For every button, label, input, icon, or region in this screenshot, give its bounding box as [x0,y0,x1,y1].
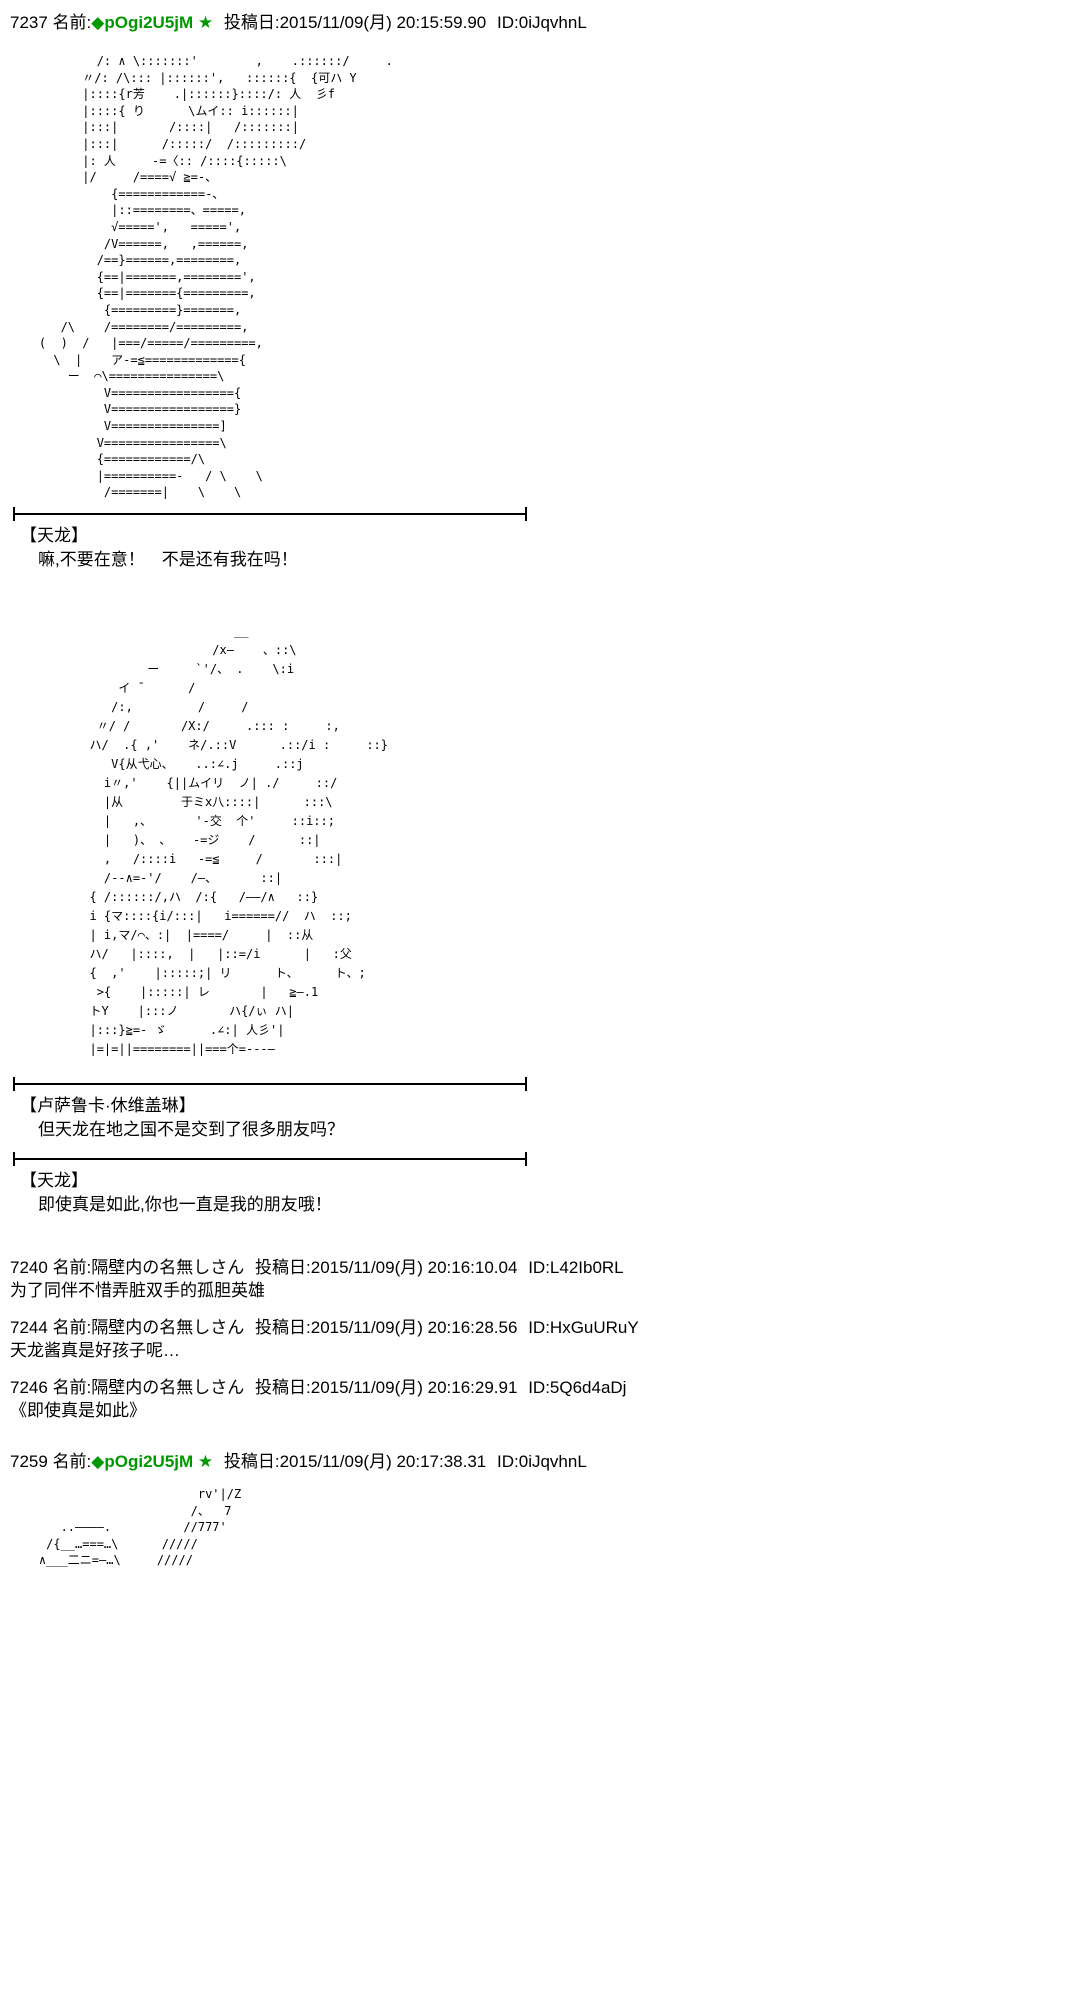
name-label: 名前: [52,13,92,32]
speaker-name: 【天龙】 [20,1171,88,1191]
ascii-art-rusalka: __ /x— 、::\ ー `'/、 . \:i イ ̄ / /:, / / 〃… [89,624,389,1057]
name-label: 名前: [52,1258,92,1278]
ascii-art-partial: rv'|/Z /、 7 ..————. //777' /{__…===…\ //… [38,1487,242,1568]
post-date: 2015/11/09(月) 20:16:10.04 [310,1258,518,1278]
date-label: 投稿日: [223,13,280,32]
poster-name: 隔壁内の名無しさん [91,1378,245,1398]
post-date: 2015/11/09(月) 20:17:38.31 [279,1452,487,1472]
post-id: ID:5Q6d4aDj [528,1378,627,1398]
post-number: 7240 [10,1258,48,1278]
poster-name: ◆pOgi2U5jM ★ [91,13,214,32]
post-date: 2015/11/09(月) 20:15:59.90 [279,13,487,32]
post-7246: 7246 名前:隔壁内の名無しさん 投稿日:2015/11/09(月) 20:1… [10,1377,1070,1421]
dialogue-text: 但天龙在地之国不是交到了很多朋友吗？ [38,1120,344,1140]
post-date: 2015/11/09(月) 20:16:29.91 [310,1378,518,1398]
date-label: 投稿日: [223,1452,280,1472]
name-group: 名前:隔壁内の名無しさん [53,1378,245,1397]
post-number: 7246 [10,1378,48,1398]
speaker-name: 【卢萨鲁卡·休维盖琳】 [20,1096,196,1116]
dialogue-separator [13,507,527,522]
post-7240: 7240 名前:隔壁内の名無しさん 投稿日:2015/11/09(月) 20:1… [10,1257,1070,1301]
thread-page: 7237 名前:◆pOgi2U5jM ★ 投稿日:2015/11/09(月) 2… [10,12,1070,1569]
post-header: 7246 名前:隔壁内の名無しさん 投稿日:2015/11/09(月) 20:1… [10,1377,1070,1398]
date-label: 投稿日: [255,1378,311,1398]
name-label: 名前: [52,1378,92,1398]
date-group: 投稿日:2015/11/09(月) 20:17:38.31 [224,1452,486,1471]
post-number: 7259 [10,1452,48,1472]
post-id: ID:L42Ib0RL [528,1258,624,1278]
post-body: 《即使真是如此》 [10,1401,146,1421]
dialogue-text: 嘛,不要在意！ 不是还有我在吗！ [38,550,298,570]
post-header: 7237 名前:◆pOgi2U5jM ★ 投稿日:2015/11/09(月) 2… [10,12,1070,33]
post-7237: 7237 名前:◆pOgi2U5jM ★ 投稿日:2015/11/09(月) 2… [10,12,1070,1215]
post-date: 2015/11/09(月) 20:16:28.56 [310,1318,518,1338]
dialogue-text: 即使真是如此,你也一直是我的朋友哦！ [38,1195,332,1215]
post-header: 7259 名前:◆pOgi2U5jM ★ 投稿日:2015/11/09(月) 2… [10,1451,1070,1472]
name-group: 名前:◆pOgi2U5jM ★ [53,13,214,32]
poster-name: ◆pOgi2U5jM ★ [91,1452,214,1472]
post-id: ID:0iJqvhnL [497,1452,587,1472]
name-group: 名前:◆pOgi2U5jM ★ [53,1452,214,1471]
name-group: 名前:隔壁内の名無しさん [53,1318,245,1337]
ascii-art-tenryuu: /: ∧ \:::::::' , .::::::/ . 〃/: /\::: |:… [38,54,393,500]
date-label: 投稿日: [255,1258,311,1278]
name-label: 名前: [52,1318,92,1338]
name-group: 名前:隔壁内の名無しさん [53,1258,245,1277]
speaker-name: 【天龙】 [20,526,88,546]
poster-name: 隔壁内の名無しさん [91,1258,245,1278]
dialogue-separator [13,1152,527,1167]
post-7244: 7244 名前:隔壁内の名無しさん 投稿日:2015/11/09(月) 20:1… [10,1317,1070,1361]
post-number: 7237 [10,13,48,32]
poster-name: 隔壁内の名無しさん [91,1318,245,1338]
date-group: 投稿日:2015/11/09(月) 20:15:59.90 [224,13,486,32]
post-body: 天龙酱真是好孩子呢… [10,1341,180,1361]
date-group: 投稿日:2015/11/09(月) 20:16:10.04 [255,1258,517,1277]
post-id: ID:HxGuURuY [528,1318,639,1338]
post-id: ID:0iJqvhnL [497,13,587,32]
date-group: 投稿日:2015/11/09(月) 20:16:28.56 [255,1318,517,1337]
post-number: 7244 [10,1318,48,1338]
date-label: 投稿日: [255,1318,311,1338]
post-header: 7244 名前:隔壁内の名無しさん 投稿日:2015/11/09(月) 20:1… [10,1317,1070,1338]
post-7259: 7259 名前:◆pOgi2U5jM ★ 投稿日:2015/11/09(月) 2… [10,1451,1070,1569]
date-group: 投稿日:2015/11/09(月) 20:16:29.91 [255,1378,517,1397]
dialogue-separator [13,1077,527,1092]
post-header: 7240 名前:隔壁内の名無しさん 投稿日:2015/11/09(月) 20:1… [10,1257,1070,1278]
name-label: 名前: [52,1452,92,1472]
post-body: 为了同伴不惜弄脏双手的孤胆英雄 [10,1281,265,1301]
